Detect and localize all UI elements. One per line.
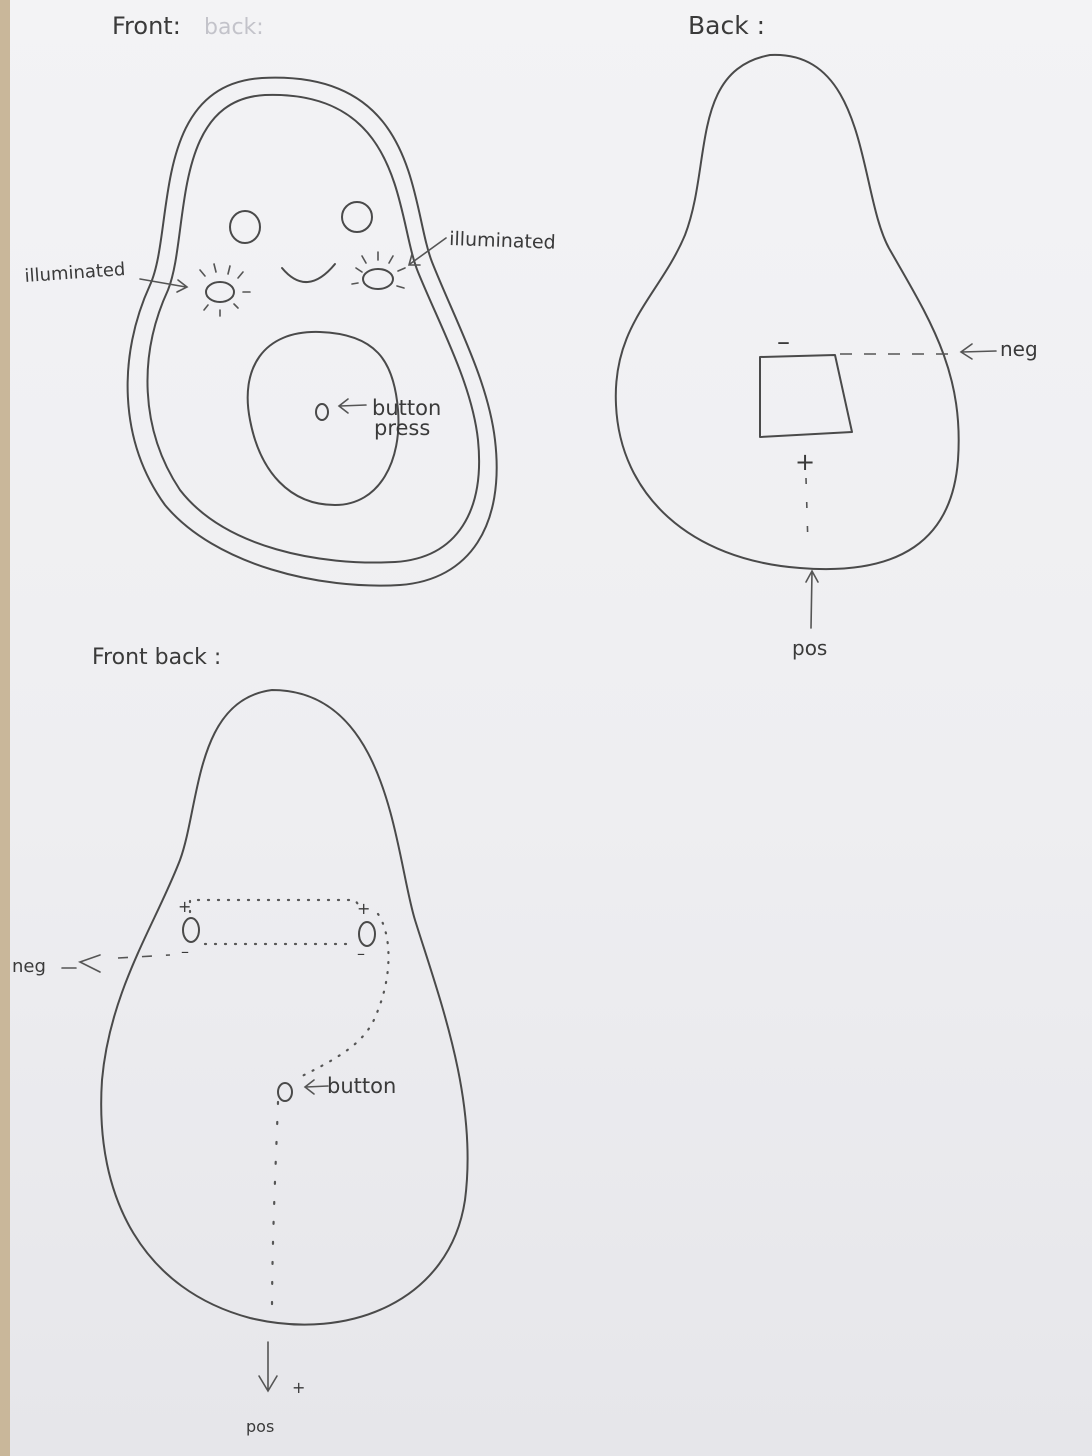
back-minus-sign: – [777, 327, 790, 357]
right-cheek-led [363, 269, 393, 289]
positive-trace [190, 900, 362, 912]
avocado-inner-outline [147, 95, 479, 563]
back-plus-sign: + [795, 448, 815, 476]
left-cheek-led [206, 282, 234, 302]
front-sketch: Front: back: [24, 12, 556, 586]
back-neg-label: neg [1000, 337, 1038, 361]
back-pos-lead [806, 478, 808, 546]
left-led-minus: – [181, 942, 189, 961]
back-sketch: Back : – + neg pos [616, 11, 1038, 660]
button-icon [316, 404, 328, 420]
left-led-plus: + [178, 897, 191, 916]
smile [282, 264, 335, 282]
front-back-avocado-outline [101, 690, 467, 1325]
front-back-button-label: button [327, 1074, 396, 1098]
right-led-label: illuminated [449, 228, 556, 254]
back-pos-label: pos [792, 636, 827, 660]
right-led [359, 922, 375, 946]
battery-holder [760, 355, 852, 437]
left-eye [230, 211, 260, 243]
back-pos-arrow [806, 571, 818, 628]
left-led-label: illuminated [24, 259, 126, 287]
right-led-arrow [409, 238, 446, 265]
front-back-pos-plus: + [292, 1378, 305, 1397]
right-led-minus: – [357, 944, 365, 963]
right-led-plus: + [357, 899, 370, 918]
front-back-heading: Front back : [92, 645, 221, 670]
front-back-button-arrow [305, 1080, 328, 1094]
front-back-neg-arrow [62, 955, 100, 972]
front-back-sketch: Front back : + + – – neg button + pos [12, 645, 468, 1436]
button-label-press: press [374, 416, 430, 440]
button-arrow [339, 399, 366, 413]
left-led [183, 918, 199, 942]
erased-text: back: [204, 15, 264, 40]
front-back-neg-label: neg [12, 956, 46, 977]
right-eye [342, 202, 372, 232]
left-led-glow [200, 264, 250, 316]
front-back-pos-arrow [259, 1342, 277, 1391]
back-heading: Back : [688, 11, 765, 40]
pos-trace [272, 1102, 278, 1312]
front-heading: Front: [112, 12, 181, 40]
back-neg-arrow [961, 344, 996, 359]
front-back-pos-label: pos [246, 1417, 274, 1436]
back-avocado-outline [616, 55, 959, 569]
front-back-button-icon [278, 1083, 292, 1101]
front-back-neg-lead [118, 955, 170, 958]
